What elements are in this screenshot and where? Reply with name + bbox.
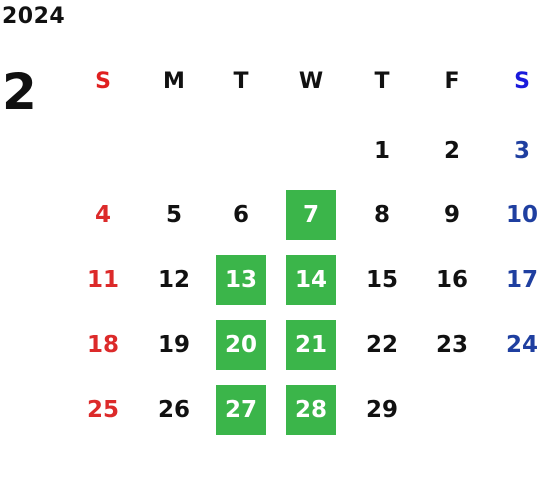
day-cell: 25 [86,397,119,423]
day-cell: 15 [365,267,398,293]
weekday-monday: M [163,68,185,94]
day-cell [497,385,547,435]
day-cell: 4 [94,202,111,228]
day-cell: 8 [373,202,390,228]
day-cell: 18 [86,332,119,358]
day-cell: 1 [373,138,390,164]
day-cell: 19 [157,332,190,358]
day-cell-highlighted: 28 [286,385,336,435]
day-cell: 2 [443,138,460,164]
day-cell [286,126,336,176]
day-cell [149,126,199,176]
day-cell: 9 [443,202,460,228]
day-cell-highlighted: 13 [216,255,266,305]
day-cell-highlighted: 27 [216,385,266,435]
day-cell: 10 [505,202,538,228]
day-cell: 12 [157,267,190,293]
day-cell: 17 [505,267,538,293]
day-cell: 23 [435,332,468,358]
day-cell-highlighted: 7 [286,190,336,240]
weekday-thursday: T [374,68,390,94]
weekday-sunday: S [95,68,111,94]
year-label: 2024 [2,4,66,29]
weekday-tuesday: T [233,68,249,94]
weekday-friday: F [444,68,460,94]
day-cell [78,126,128,176]
day-cell: 3 [513,138,530,164]
day-cell: 29 [365,397,398,423]
month-label: 2 [2,63,37,121]
day-cell-highlighted: 14 [286,255,336,305]
day-cell: 22 [365,332,398,358]
weekday-saturday: S [514,68,530,94]
day-cell: 16 [435,267,468,293]
day-cell: 26 [157,397,190,423]
day-cell: 11 [86,267,119,293]
day-cell: 6 [232,202,249,228]
day-cell [427,385,477,435]
day-cell [216,126,266,176]
day-cell: 24 [505,332,538,358]
weekday-wednesday: W [298,68,324,94]
day-cell: 5 [165,202,182,228]
day-cell-highlighted: 21 [286,320,336,370]
day-cell-highlighted: 20 [216,320,266,370]
